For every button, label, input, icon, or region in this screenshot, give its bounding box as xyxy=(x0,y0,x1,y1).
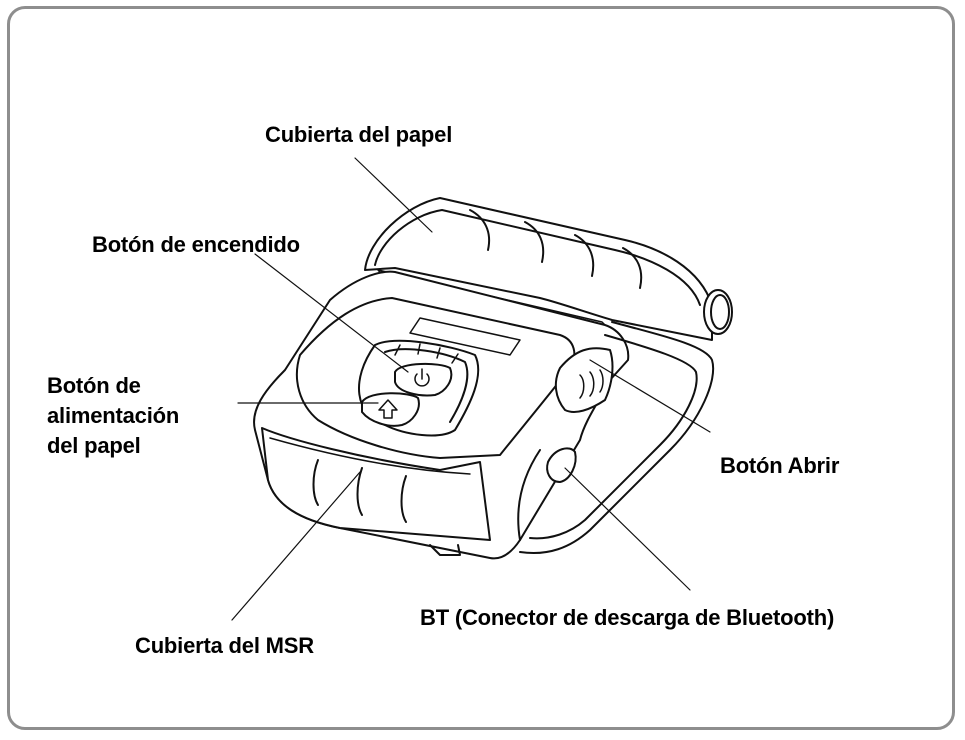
paper-cover xyxy=(364,197,713,341)
leader-lines xyxy=(231,157,711,621)
side-knob xyxy=(703,289,733,335)
label-power-button: Botón de encendido xyxy=(92,232,300,257)
label-paper-cover: Cubierta del papel xyxy=(265,122,453,147)
arrow-up-icon xyxy=(378,399,398,419)
open-button[interactable] xyxy=(554,347,614,413)
power-button[interactable] xyxy=(394,362,453,397)
label-open-button: Botón Abrir xyxy=(720,453,840,478)
bt-connector xyxy=(546,447,577,483)
label-feed-button-line1: Botón de xyxy=(47,373,141,398)
display-window xyxy=(409,317,521,356)
label-bt-connector: BT (Conector de descarga de Bluetooth) xyxy=(420,605,835,630)
feed-button[interactable] xyxy=(361,392,420,427)
label-feed-button-line2: alimentación xyxy=(47,403,180,428)
power-icon xyxy=(414,368,430,387)
msr-cover xyxy=(261,427,491,556)
label-msr-cover: Cubierta del MSR xyxy=(135,633,314,658)
label-feed-button-line3: del papel xyxy=(47,433,141,458)
